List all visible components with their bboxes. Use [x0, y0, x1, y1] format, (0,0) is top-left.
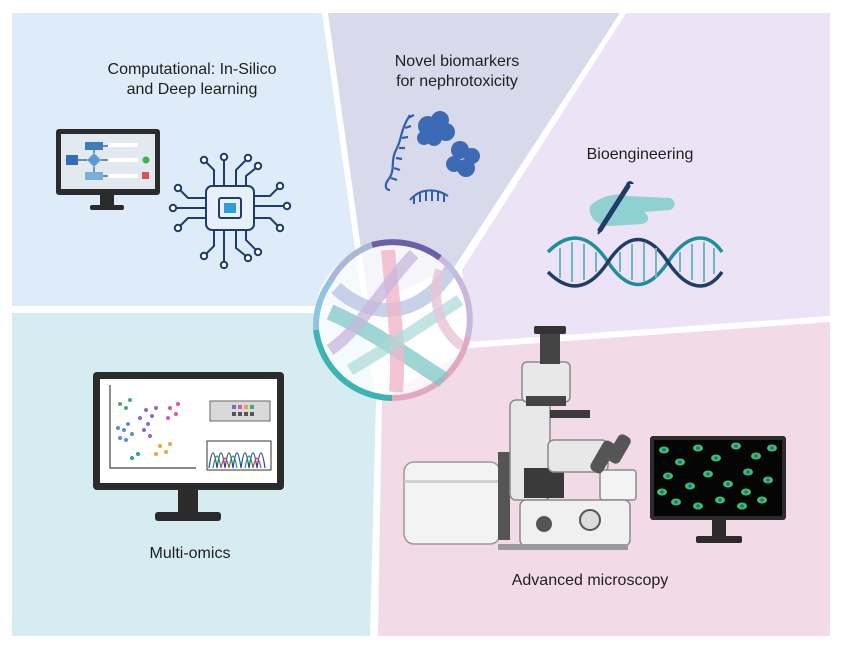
biomarkers-label: Novel biomarkers for nephrotoxicity: [394, 53, 520, 90]
bioengineering-label: Bioengineering: [586, 146, 694, 163]
cell-nucleus: [766, 478, 770, 482]
cell-nucleus: [754, 454, 758, 458]
chord-diagram-icon: [312, 239, 473, 401]
cell-nucleus: [734, 444, 738, 448]
cell-nucleus: [662, 448, 666, 452]
cell-nucleus: [746, 470, 750, 474]
bioengineering-panel: [462, 13, 830, 342]
circuit-chip-icon: [168, 152, 292, 270]
computational-panel: [12, 13, 363, 306]
cell-nucleus: [714, 456, 718, 460]
cell-nucleus: [660, 490, 664, 494]
cell-nucleus: [718, 498, 722, 502]
cell-nucleus: [696, 504, 700, 508]
microscopy-label: Advanced microscopy: [511, 572, 669, 589]
cell-nucleus: [688, 484, 692, 488]
cell-nucleus: [726, 482, 730, 486]
multiomics-label: Multi-omics: [149, 545, 231, 562]
cell-image-monitor-icon: [650, 436, 786, 543]
cell-nucleus: [674, 500, 678, 504]
microscope-icon: [403, 326, 637, 550]
flowchart-monitor-icon: [56, 129, 160, 210]
cell-nucleus: [740, 504, 744, 508]
cell-cluster: [657, 442, 777, 510]
cell-nucleus: [760, 498, 764, 502]
cell-nucleus: [666, 474, 670, 478]
computational-label: Computational: In-Silico and Deep learni…: [107, 61, 277, 98]
protein-icon: [417, 111, 480, 177]
cell-nucleus: [744, 490, 748, 494]
omics-monitor-icon: [93, 372, 284, 521]
cell-nucleus: [706, 472, 710, 476]
trna-icon: [409, 189, 449, 204]
cell-nucleus: [678, 460, 682, 464]
dna-helix-icon: [546, 236, 724, 288]
hand-pen-icon: [589, 181, 675, 235]
cell-nucleus: [770, 446, 774, 450]
cell-nucleus: [696, 446, 700, 450]
rna-strand-icon: [384, 114, 415, 192]
